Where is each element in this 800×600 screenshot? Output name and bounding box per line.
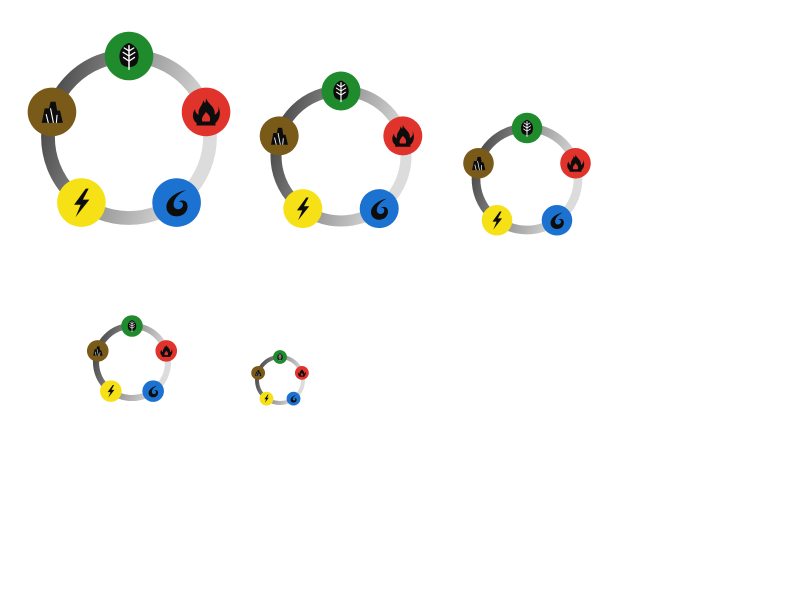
water-badge — [541, 204, 573, 236]
lightning-badge — [283, 189, 323, 229]
fighting-badge — [27, 87, 77, 137]
lightning-badge — [57, 178, 106, 227]
water-badge — [152, 178, 201, 227]
water-circle — [286, 391, 301, 406]
fighting-badge — [463, 147, 494, 179]
lightning-badge — [259, 391, 274, 406]
fire-badge — [181, 87, 231, 137]
type-wheel-medium — [259, 71, 423, 229]
type-wheel-smallest — [251, 350, 309, 406]
fire-badge — [560, 147, 591, 179]
water-circle — [359, 189, 399, 229]
lightning-badge — [481, 204, 513, 236]
type-wheel-small — [463, 112, 591, 236]
type-wheel-large — [27, 31, 231, 227]
grass-badge — [273, 350, 287, 364]
water-circle — [541, 204, 573, 236]
grass-badge — [511, 112, 543, 144]
type-wheel-smaller — [86, 315, 178, 402]
fighting-badge — [251, 365, 266, 380]
fighting-badge — [259, 116, 299, 156]
fire-badge — [383, 116, 423, 156]
fire-badge — [294, 365, 309, 380]
grass-badge — [104, 31, 154, 81]
fire-badge — [155, 340, 178, 362]
fighting-badge — [86, 340, 109, 362]
water-badge — [359, 189, 399, 229]
grass-badge — [121, 315, 143, 337]
water-badge — [142, 380, 164, 402]
lightning-badge — [100, 380, 122, 402]
water-circle — [142, 380, 164, 402]
water-badge — [286, 391, 301, 406]
water-circle — [152, 178, 201, 227]
grass-badge — [321, 71, 361, 111]
